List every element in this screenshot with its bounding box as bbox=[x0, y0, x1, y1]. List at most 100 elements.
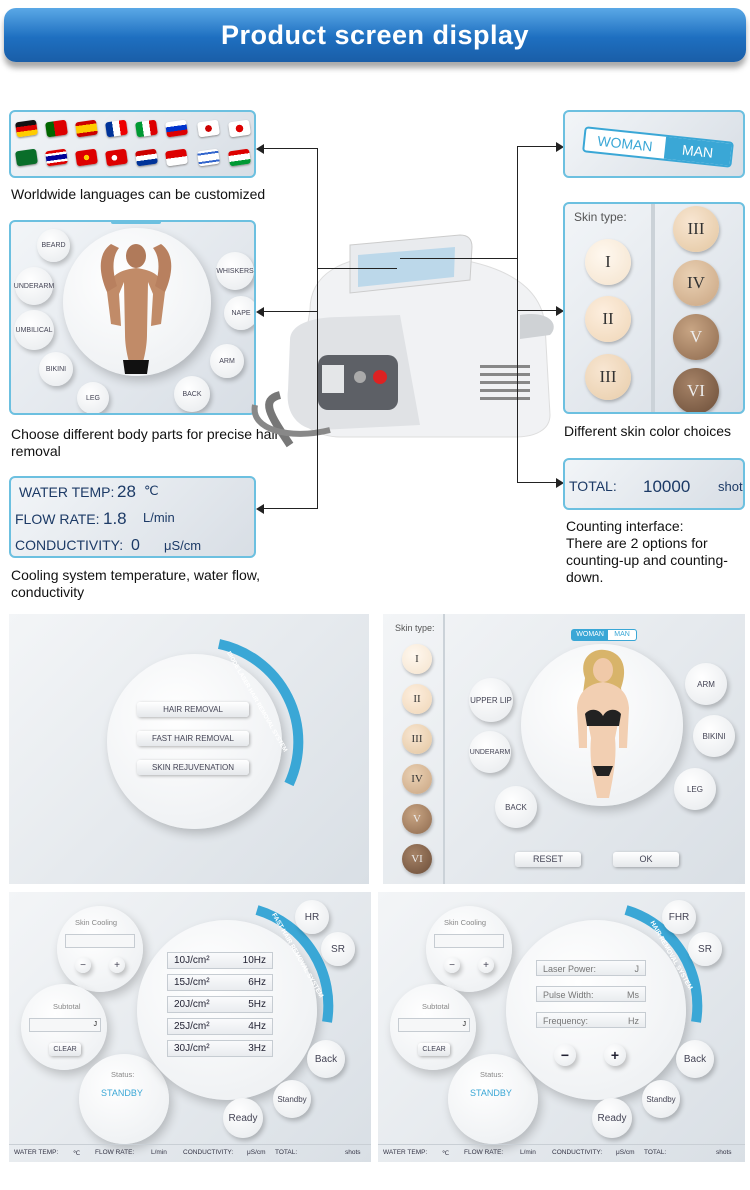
body-part-upper-lip[interactable]: UPPER LIP bbox=[469, 678, 513, 722]
flag-turkey[interactable] bbox=[105, 148, 128, 167]
body-part-leg[interactable]: LEG bbox=[674, 768, 716, 810]
pulse-width-field[interactable]: Pulse Width:Ms bbox=[536, 986, 646, 1002]
body-part-back[interactable]: BACK bbox=[495, 786, 537, 828]
skin-type-5[interactable]: V bbox=[402, 804, 432, 834]
flag-israel[interactable] bbox=[197, 148, 220, 167]
minus-button[interactable]: − bbox=[554, 1044, 576, 1066]
skin-type-label: III bbox=[599, 367, 617, 386]
cooling-minus-button[interactable]: − bbox=[75, 957, 91, 973]
total-unit: shots bbox=[345, 1149, 361, 1156]
ready-button[interactable]: Ready bbox=[592, 1098, 632, 1138]
reset-button[interactable]: RESET bbox=[515, 852, 581, 867]
skin-type-label: II bbox=[413, 693, 421, 705]
body-part-back[interactable]: BACK bbox=[174, 376, 210, 412]
body-part-whiskers[interactable]: WHISKERS bbox=[216, 252, 254, 290]
laser-power-field[interactable]: Laser Power:J bbox=[536, 960, 646, 976]
skin-type-2[interactable]: II bbox=[585, 296, 631, 342]
subtotal-unit: J bbox=[462, 1021, 467, 1028]
skin-sidebar-title: Skin type: bbox=[395, 623, 435, 633]
cooling-plus-button[interactable]: + bbox=[478, 957, 494, 973]
skin-rejuvenation-button[interactable]: SKIN REJUVENATION bbox=[137, 760, 249, 775]
flag-germany[interactable] bbox=[15, 119, 38, 138]
body-part-arm[interactable]: ARM bbox=[685, 663, 727, 705]
man-tab[interactable]: MAN bbox=[608, 630, 636, 640]
flag-portugal[interactable] bbox=[45, 119, 68, 138]
flag-korea[interactable] bbox=[197, 119, 220, 138]
flag-france[interactable] bbox=[105, 119, 128, 138]
body-part-nape[interactable]: NAPE bbox=[224, 296, 254, 330]
sr-button[interactable]: SR bbox=[688, 932, 722, 966]
back-button[interactable]: Back bbox=[676, 1040, 714, 1078]
status-label: Status: bbox=[111, 1070, 135, 1079]
sr-button[interactable]: SR bbox=[321, 932, 355, 966]
skin-type-3[interactable]: III bbox=[585, 354, 631, 400]
frequency-field[interactable]: Frequency:Hz bbox=[536, 1012, 646, 1028]
skin-type-1[interactable]: I bbox=[402, 644, 432, 674]
skin-cooling-circle bbox=[426, 906, 512, 992]
water-temp-value: 28 bbox=[117, 482, 136, 501]
clear-button[interactable]: CLEAR bbox=[418, 1043, 450, 1056]
flag-saudi[interactable] bbox=[15, 148, 38, 167]
flag-russia[interactable] bbox=[165, 119, 188, 138]
water-temp-unit: ℃ bbox=[144, 483, 159, 498]
ok-button[interactable]: OK bbox=[613, 852, 679, 867]
flag-thailand[interactable] bbox=[45, 148, 68, 167]
standby-button[interactable]: Standby bbox=[642, 1080, 680, 1118]
woman-tab[interactable]: WOMAN bbox=[584, 128, 666, 158]
standby-button[interactable]: Standby bbox=[273, 1080, 311, 1118]
skin-type-label: II bbox=[602, 309, 614, 328]
skin-type-3-right[interactable]: III bbox=[673, 206, 719, 252]
plus-button[interactable]: + bbox=[604, 1044, 626, 1066]
body-part-umbilical[interactable]: UMBILICAL bbox=[14, 310, 54, 350]
cooling-plus-button[interactable]: + bbox=[109, 957, 125, 973]
skin-type-label: VI bbox=[411, 853, 423, 865]
flag-netherlands[interactable] bbox=[135, 148, 158, 167]
flag-spain[interactable] bbox=[75, 119, 98, 138]
fast-hair-removal-button[interactable]: FAST HAIR REMOVAL bbox=[137, 731, 249, 746]
skin-type-2[interactable]: II bbox=[402, 684, 432, 714]
skin-type-4[interactable]: IV bbox=[673, 260, 719, 306]
setting-energy: 20J/cm² bbox=[174, 999, 210, 1010]
fhr-button[interactable]: FHR bbox=[662, 900, 696, 934]
ready-button[interactable]: Ready bbox=[223, 1098, 263, 1138]
back-button[interactable]: Back bbox=[307, 1040, 345, 1078]
skin-type-5[interactable]: V bbox=[673, 314, 719, 360]
body-part-underarm[interactable]: UNDERARM bbox=[14, 267, 54, 305]
man-tab[interactable]: MAN bbox=[663, 136, 732, 166]
clear-button[interactable]: CLEAR bbox=[49, 1043, 81, 1056]
body-part-bikini[interactable]: BIKINI bbox=[39, 352, 73, 386]
hair-removal-button[interactable]: HAIR REMOVAL bbox=[137, 702, 249, 717]
flag-japan[interactable] bbox=[228, 119, 251, 138]
skin-type-4[interactable]: IV bbox=[402, 764, 432, 794]
body-part-label: UMBILICAL bbox=[15, 326, 53, 334]
flag-italy[interactable] bbox=[135, 119, 158, 138]
body-part-arm[interactable]: ARM bbox=[210, 344, 244, 378]
woman-label: WOMAN bbox=[576, 631, 604, 638]
woman-tab[interactable]: WOMAN bbox=[572, 630, 609, 640]
body-part-beard[interactable]: BEARD bbox=[37, 229, 70, 262]
flag-tajikistan[interactable] bbox=[228, 148, 251, 167]
body-part-leg[interactable]: LEG bbox=[77, 382, 109, 413]
skin-type-6[interactable]: VI bbox=[402, 844, 432, 874]
body-part-label: BEARD bbox=[41, 242, 66, 249]
hr-button[interactable]: HR bbox=[295, 900, 329, 934]
cooling-minus-button[interactable]: − bbox=[444, 957, 460, 973]
page-banner: Product screen display bbox=[4, 8, 746, 62]
connector-line bbox=[317, 148, 318, 508]
conductivity-label: CONDUCTIVITY: bbox=[552, 1149, 603, 1156]
skin-type-3[interactable]: III bbox=[402, 724, 432, 754]
skin-cooling-label: Skin Cooling bbox=[444, 918, 487, 927]
flag-vietnam[interactable] bbox=[75, 148, 98, 167]
skin-type-6[interactable]: VI bbox=[673, 368, 719, 412]
skin-type-1[interactable]: I bbox=[585, 239, 631, 285]
body-part-label: ARM bbox=[697, 679, 715, 689]
body-part-bikini[interactable]: BIKINI bbox=[693, 715, 735, 757]
flag-indonesia[interactable] bbox=[165, 148, 188, 167]
mode-arc-decoration bbox=[217, 639, 304, 787]
body-part-underarm[interactable]: UNDERARM bbox=[469, 731, 511, 773]
